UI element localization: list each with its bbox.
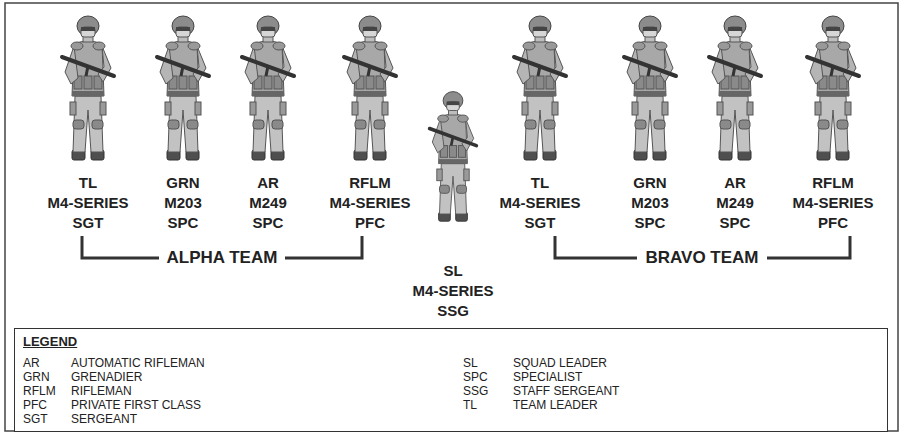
role-label: M4-SERIES (48, 194, 129, 212)
legend-entry: STAFF SERGEANT (513, 384, 619, 398)
legend-entry: SQUAD LEADER (513, 356, 607, 370)
role-label: SSG (437, 302, 469, 320)
role-label: M203 (164, 194, 202, 212)
role-label: M4-SERIES (793, 194, 874, 212)
legend-entry: SGT (23, 412, 48, 426)
soldier-figure (709, 16, 761, 160)
role-label: M4-SERIES (413, 282, 494, 300)
legend-entry: SPC (463, 370, 488, 384)
legend-heading: LEGEND (23, 334, 77, 349)
role-label: PFC (355, 214, 385, 232)
role-label: M203 (631, 194, 669, 212)
soldier-figures (62, 16, 859, 221)
soldier-figure (62, 16, 114, 160)
legend-entry: RFLM (23, 384, 56, 398)
role-label: M4-SERIES (330, 194, 411, 212)
legend-entry: PFC (23, 398, 47, 412)
role-label: TL (79, 174, 97, 192)
soldier-figure (514, 16, 566, 160)
legend-entry: PRIVATE FIRST CLASS (71, 398, 201, 412)
soldier-figure (807, 16, 859, 160)
role-label: SL (443, 262, 462, 280)
legend-entry: SPECIALIST (513, 370, 582, 384)
role-label: GRN (633, 174, 666, 192)
legend-entry: GRN (23, 370, 50, 384)
role-label: AR (724, 174, 746, 192)
soldier-figure (157, 16, 209, 160)
legend-entry: RIFLEMAN (71, 384, 132, 398)
role-label: M249 (249, 194, 287, 212)
legend-entry: TEAM LEADER (513, 398, 598, 412)
role-label: RFLM (349, 174, 391, 192)
role-label: SGT (525, 214, 556, 232)
outer-frame (5, 3, 898, 431)
soldier-figure (624, 16, 676, 160)
team-label: BRAVO TEAM (637, 248, 766, 268)
legend-entry: SSG (463, 384, 488, 398)
role-label: SGT (73, 214, 104, 232)
team-label: ALPHA TEAM (159, 248, 286, 268)
role-label: SPC (168, 214, 199, 232)
role-label: SPC (635, 214, 666, 232)
role-label: TL (531, 174, 549, 192)
legend-entry: SERGEANT (71, 412, 137, 426)
legend-entry: SL (463, 356, 478, 370)
legend-entry: AR (23, 356, 40, 370)
legend-entry: TL (463, 398, 477, 412)
legend-box: LEGEND AR AUTOMATIC RIFLEMAN GRN GRENADIER RF… (14, 328, 888, 432)
legend-entry: AUTOMATIC RIFLEMAN (71, 356, 205, 370)
role-label: RFLM (812, 174, 854, 192)
soldier-figure (242, 16, 294, 160)
role-label: GRN (166, 174, 199, 192)
role-label: M249 (716, 194, 754, 212)
role-label: SPC (720, 214, 751, 232)
role-label: SPC (253, 214, 284, 232)
role-label: AR (257, 174, 279, 192)
soldier-figure (430, 92, 477, 222)
legend-entry: GRENADIER (71, 370, 142, 384)
role-label: M4-SERIES (500, 194, 581, 212)
role-label: PFC (818, 214, 848, 232)
soldier-figure (344, 16, 396, 160)
